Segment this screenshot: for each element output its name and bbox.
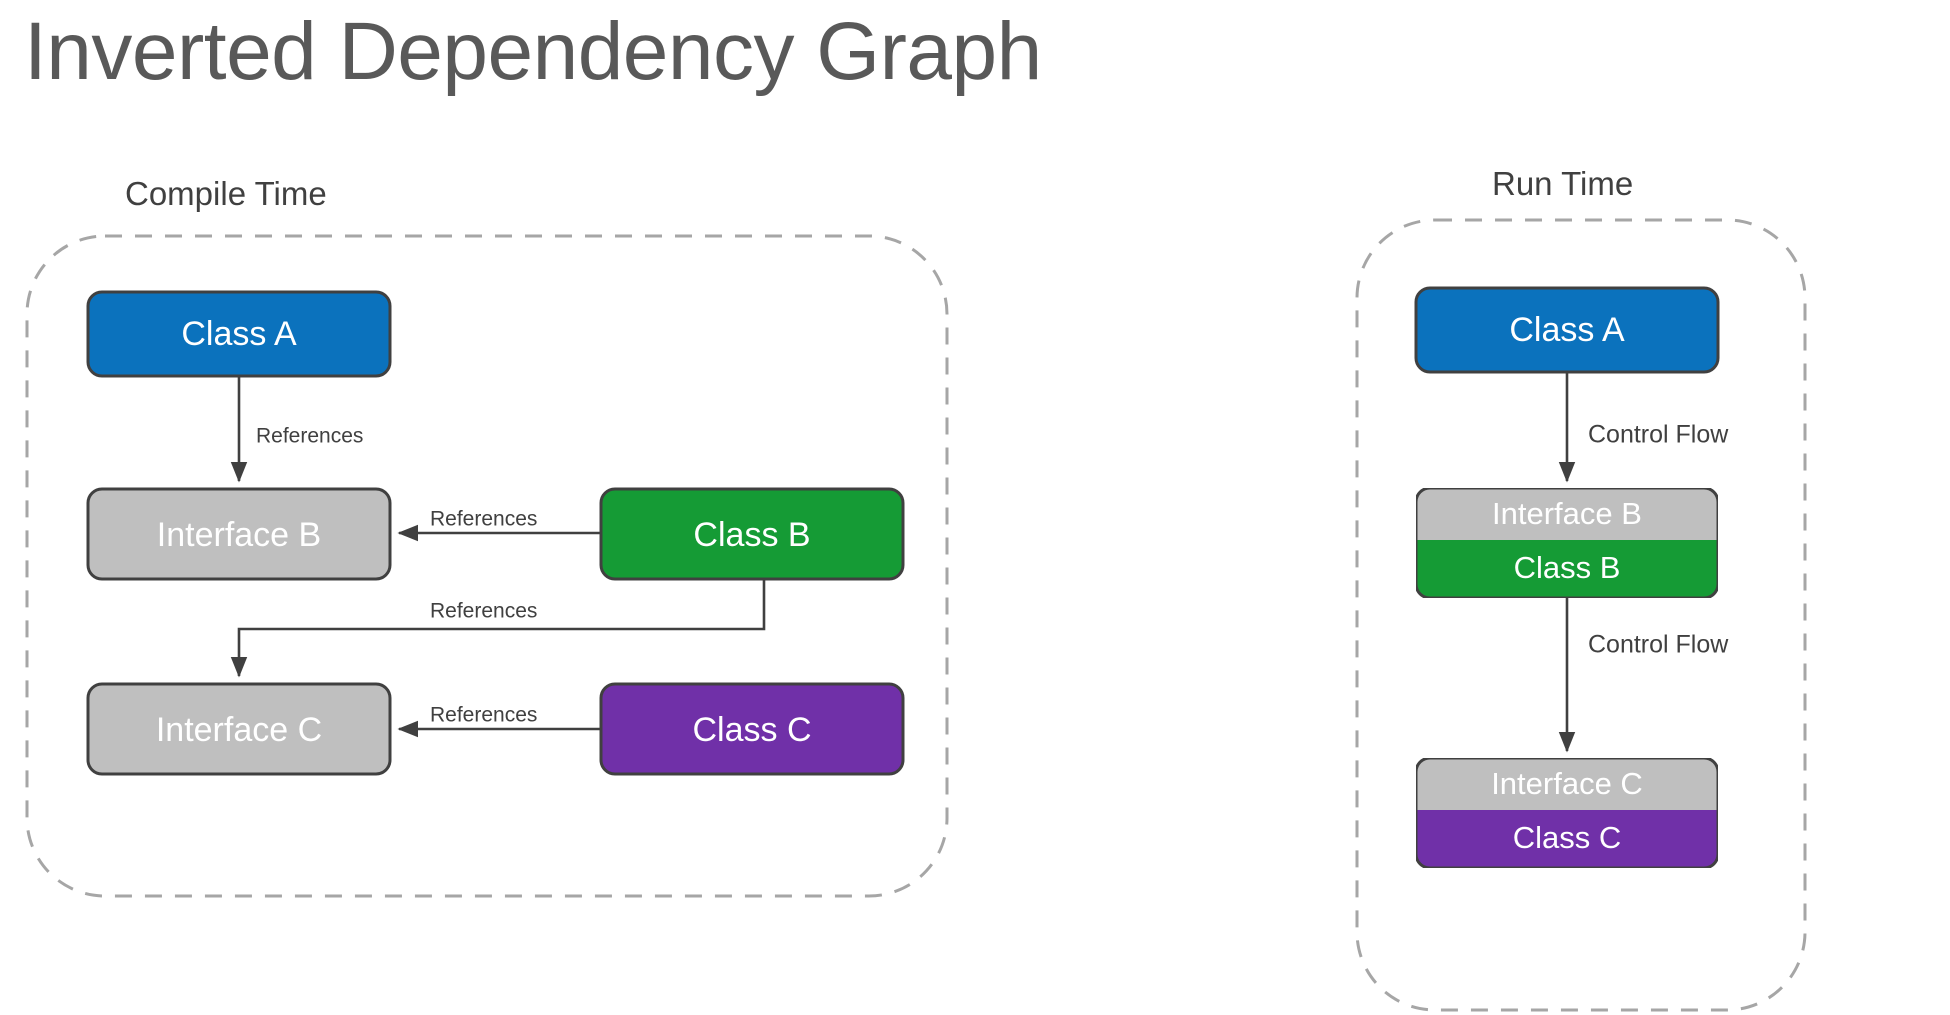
edge-class-c-to-interface-c-label: References	[430, 704, 537, 727]
edge-class-b-to-interface-c: References	[230, 579, 766, 678]
node-rt-interface-c-label: Interface C	[1491, 766, 1643, 801]
node-rt-class-a[interactable]: Class A	[1414, 286, 1720, 374]
node-stack-b: Interface B Class B	[1416, 488, 1718, 598]
edge-class-b-to-interface-c-line	[230, 579, 766, 678]
node-class-c[interactable]: Class C	[599, 682, 905, 776]
page-title: Inverted Dependency Graph	[24, 6, 1042, 97]
edge-class-a-to-interface-b: References	[230, 376, 363, 483]
edge-class-b-to-interface-c-label: References	[430, 600, 537, 623]
node-rt-interface-b-shape[interactable]	[1416, 488, 1718, 598]
node-stack-c: Interface C Class C	[1416, 758, 1718, 868]
node-rt-class-c-shape[interactable]	[1416, 760, 1718, 868]
node-rt-class-b-label: Class B	[1514, 550, 1621, 585]
node-interface-b[interactable]: Interface B	[86, 487, 392, 581]
node-rt-interface-c-shape[interactable]	[1416, 758, 1718, 868]
run-time-boundary	[1355, 218, 1807, 1012]
edge-class-c-to-interface-c: References	[397, 704, 601, 738]
edge-rt-class-b-to-interface-c: Control Flow	[1558, 598, 1729, 753]
node-rt-class-c-label: Class C	[1513, 820, 1622, 855]
node-interface-b-shape[interactable]	[86, 487, 392, 581]
node-rt-interface-b-label: Interface B	[1492, 496, 1642, 531]
group-title-run-time: Run Time	[1492, 165, 1633, 202]
edge-class-a-to-interface-b-label: References	[256, 425, 363, 448]
node-interface-c-shape[interactable]	[86, 682, 392, 776]
edge-rt-class-a-to-interface-b: Control Flow	[1558, 372, 1729, 483]
group-run-time: Run Time Class A Control Flow Interface …	[1355, 165, 1807, 1012]
node-class-b[interactable]: Class B	[599, 487, 905, 581]
node-interface-b-label: Interface B	[157, 516, 321, 554]
node-class-b-label: Class B	[693, 516, 810, 554]
group-title-compile-time: Compile Time	[125, 175, 327, 212]
edge-class-b-to-interface-b: References	[397, 508, 601, 542]
node-rt-class-a-label: Class A	[1509, 311, 1625, 349]
compile-time-boundary	[25, 234, 949, 898]
group-compile-time: Compile Time Class A References Interfac…	[25, 175, 949, 898]
node-class-a[interactable]: Class A	[86, 290, 392, 378]
edge-rt-class-b-to-interface-c-label: Control Flow	[1588, 631, 1729, 659]
node-rt-class-b-shape[interactable]	[1416, 490, 1718, 598]
node-interface-c[interactable]: Interface C	[86, 682, 392, 776]
edge-class-b-to-interface-b-label: References	[430, 508, 537, 531]
node-class-a-label: Class A	[181, 315, 297, 353]
node-class-c-label: Class C	[692, 711, 811, 749]
edge-rt-class-a-to-interface-b-label: Control Flow	[1588, 421, 1729, 449]
node-interface-c-label: Interface C	[156, 711, 322, 749]
